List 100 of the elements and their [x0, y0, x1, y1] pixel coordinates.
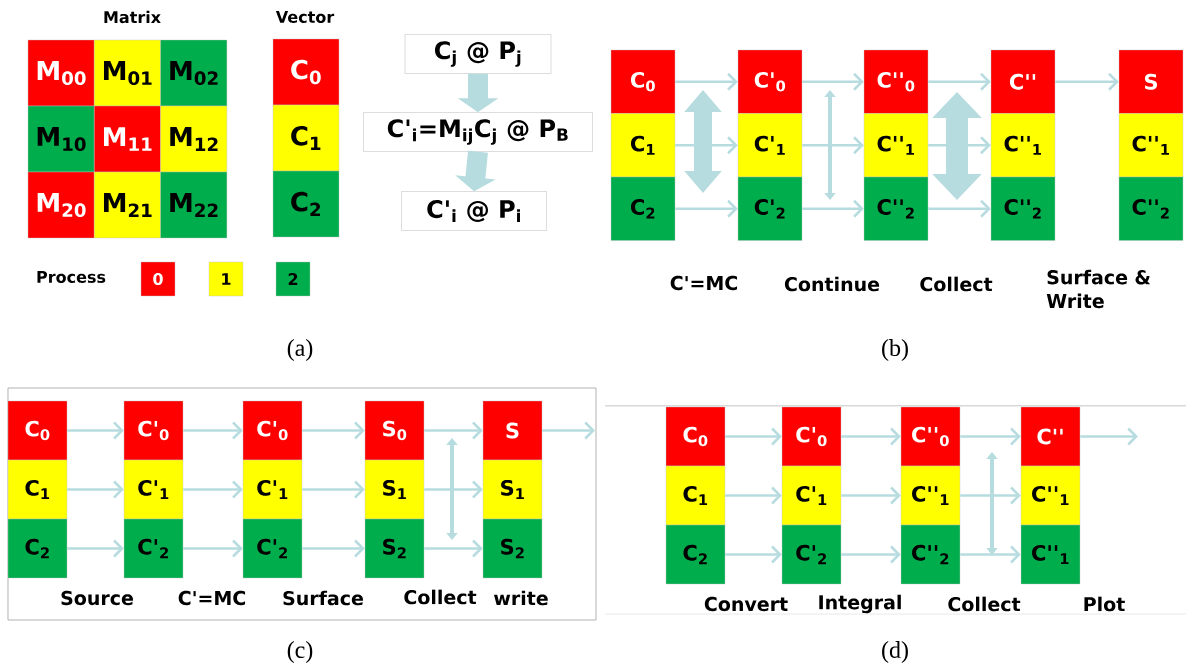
panel-caption: (d) [882, 641, 908, 663]
panel-caption: (c) [287, 641, 313, 663]
step-label: Collect [948, 596, 1021, 612]
step-label: Collect [404, 589, 477, 605]
data-cell: C'$_{2}$ [242, 518, 303, 579]
matrix-cell: M$_{22}$ [160, 171, 228, 239]
data-cell: C''$_{2}$ [900, 524, 961, 585]
arrow [675, 199, 738, 218]
step-label: Collect [920, 276, 993, 292]
process-box: 0 [140, 261, 176, 297]
data-cell: C$_{2}$ [7, 518, 68, 579]
data-cell: C''$_{1}$ [863, 113, 929, 178]
data-cell: C'$_{0}$ [242, 400, 303, 461]
arrow [1080, 427, 1138, 446]
data-cell: S [482, 400, 543, 461]
matrix-cell: M$_{10}$ [27, 105, 95, 173]
data-cell: C''$_{2}$ [1118, 176, 1184, 241]
vector-cell: C$_{1}$ [272, 104, 340, 172]
arrow [183, 539, 243, 558]
arrow [928, 199, 991, 218]
arrow [675, 136, 738, 155]
data-cell: C''$_{1}$ [1118, 113, 1184, 178]
step-box: C'$_{i}$ @ P$_{i}$ [401, 191, 547, 231]
arrow [424, 480, 483, 499]
step-label: Plot [1084, 596, 1125, 612]
step-label: Continue [784, 276, 880, 292]
data-cell: C$_{0}$ [665, 406, 726, 467]
data-cell: C'$_{2}$ [781, 524, 842, 585]
arrow [841, 427, 901, 446]
matrix-cell: M$_{11}$ [94, 105, 161, 173]
data-cell: C$_{1}$ [665, 465, 726, 526]
data-cell: C''$_{2}$ [863, 176, 929, 241]
arrow [725, 427, 782, 446]
data-cell: S$_{0}$ [364, 400, 425, 461]
step-box: C'$_{i}$=M$_{ij}$C$_{j}$ @ P$_{B}$ [363, 112, 593, 152]
matrix-cell: M$_{00}$ [27, 39, 95, 107]
process-box: 2 [275, 261, 311, 297]
data-cell: S$_{1}$ [364, 459, 425, 520]
matrix-cell: M$_{20}$ [27, 171, 95, 239]
data-cell: C''$_{2}$ [990, 176, 1056, 241]
data-cell: S$_{2}$ [482, 518, 543, 579]
data-cell: C$_{2}$ [665, 524, 726, 585]
data-cell: C''$_{1}$ [900, 465, 961, 526]
step-label: Surface & Write [1046, 269, 1151, 309]
arrow [67, 480, 124, 499]
data-cell: C''$_{1}$ [1020, 524, 1081, 585]
data-cell: C'' [990, 49, 1056, 114]
step-label: Surface [283, 590, 363, 606]
step-label: Source [61, 590, 133, 606]
arrow [424, 421, 483, 440]
data-cell: C$_{0}$ [7, 400, 68, 461]
arrow [725, 545, 782, 564]
step-label: C'=MC [670, 275, 738, 291]
data-cell: C$_{1}$ [610, 113, 676, 178]
arrow [928, 136, 991, 155]
step-label: C'=MC [178, 590, 246, 606]
arrow [841, 486, 901, 505]
data-cell: C$_{0}$ [610, 49, 676, 114]
panel-caption: (b) [882, 339, 908, 361]
arrow [960, 486, 1021, 505]
data-cell: C''$_{1}$ [990, 113, 1056, 178]
matrix-cell: M$_{12}$ [160, 105, 228, 173]
arrow [802, 72, 864, 91]
data-cell: C''$_{1}$ [1020, 465, 1081, 526]
data-cell: C'$_{2}$ [123, 518, 184, 579]
arrow [183, 480, 243, 499]
arrow [1055, 72, 1119, 91]
data-cell: C'$_{1}$ [781, 465, 842, 526]
step-label: Process [37, 271, 106, 283]
arrow [928, 72, 991, 91]
data-cell: S [1118, 49, 1184, 114]
matrix-cell: M$_{01}$ [94, 39, 161, 107]
data-cell: S$_{2}$ [364, 518, 425, 579]
arrow [841, 545, 901, 564]
arrow [424, 539, 483, 558]
vector-cell: C$_{2}$ [272, 170, 340, 238]
step-label: Matrix [104, 10, 161, 24]
arrow [725, 486, 782, 505]
data-cell: C$_{1}$ [7, 459, 68, 520]
arrow [67, 539, 124, 558]
data-cell: C'$_{0}$ [123, 400, 184, 461]
data-cell: S$_{1}$ [482, 459, 543, 520]
arrow [183, 421, 243, 440]
data-cell: C''$_{0}$ [900, 406, 961, 467]
data-cell: C'' [1020, 406, 1081, 467]
step-label: Convert [704, 596, 788, 612]
step-label: Integral [819, 594, 901, 614]
data-cell: C'$_{1}$ [737, 113, 803, 178]
arrow [960, 427, 1021, 446]
arrow [675, 72, 738, 91]
data-cell: C'$_{1}$ [123, 459, 184, 520]
process-box: 1 [208, 261, 244, 297]
arrow [802, 199, 864, 218]
arrow [302, 480, 365, 499]
vector-cell: C$_{0}$ [272, 38, 340, 106]
arrow [302, 421, 365, 440]
data-cell: C'$_{0}$ [737, 49, 803, 114]
data-cell: C$_{2}$ [610, 176, 676, 241]
matrix-cell: M$_{02}$ [160, 39, 228, 107]
data-cell: C'$_{1}$ [242, 459, 303, 520]
